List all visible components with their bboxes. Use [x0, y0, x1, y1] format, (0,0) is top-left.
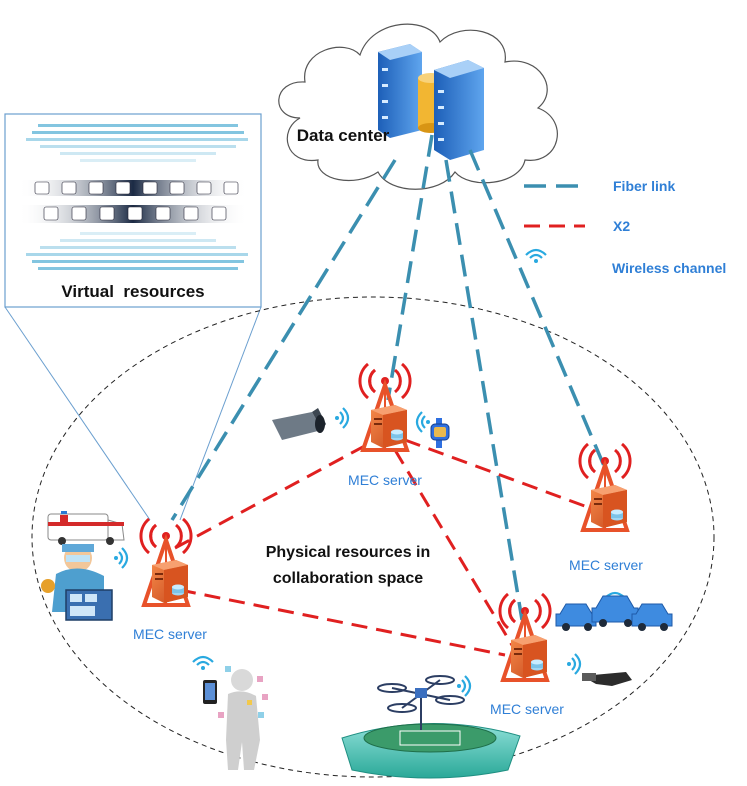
data-center-label: Data center [297, 126, 390, 145]
tower-server-icon [138, 517, 194, 607]
binary-stream-top [26, 124, 248, 162]
legend-fiber-label: Fiber link [613, 178, 675, 194]
mec-server-label-right: MEC server [569, 557, 643, 573]
mec-tower-right: MEC server [569, 442, 643, 573]
panel-callout-lines [4, 306, 262, 521]
server-rack-icon [434, 60, 484, 160]
wifi-icon [191, 655, 215, 672]
virtual-resources-title: Virtual resources [61, 282, 204, 301]
legend-x2-label: X2 [613, 218, 630, 234]
fiber-links [170, 134, 612, 621]
collaboration-label: Physical resources in collaboration spac… [266, 544, 431, 587]
collaboration-space-boundary [31, 296, 715, 778]
tower-server-icon [357, 362, 413, 452]
virtual-resources-panel: Virtual resources [4, 113, 262, 308]
legend: Fiber link X2 Wireless channel [524, 178, 726, 276]
person-with-smartphone-icon [191, 655, 268, 770]
app-icon-row-bottom [18, 205, 248, 223]
mec-server-label-left: MEC server [133, 626, 207, 642]
stadium-with-drone-icon [341, 674, 521, 779]
app-icon-row-top [18, 180, 248, 196]
surveillance-camera-icon [272, 406, 350, 440]
smartwatch-icon [415, 410, 450, 448]
collaboration-label-line1: Physical resources in [266, 544, 431, 561]
fiber-link-top [386, 134, 434, 401]
vehicles-icon [555, 591, 673, 631]
smart-glasses-icon [565, 652, 632, 686]
drone-icon [377, 675, 465, 730]
doctor-with-tablet-icon [41, 544, 129, 621]
mec-tower-top: MEC server [348, 362, 422, 488]
collaboration-label-line2: collaboration space [273, 570, 423, 587]
mec-tower-bottom: MEC server [490, 592, 564, 717]
binary-stream-bottom [26, 232, 248, 270]
fiber-link-bottom [444, 159, 524, 621]
x2-links [174, 433, 591, 657]
mec-tower-left: MEC server [133, 517, 207, 642]
legend-wireless-label: Wireless channel [612, 260, 726, 276]
tower-server-icon [577, 442, 633, 532]
legend-wireless-icon [524, 248, 548, 265]
tower-server-icon [497, 592, 553, 682]
fiber-link-left [170, 159, 397, 521]
server-rack-icon [378, 44, 422, 138]
mec-server-label-top: MEC server [348, 472, 422, 488]
ambulance-icon [47, 511, 125, 545]
mec-server-label-bottom: MEC server [490, 701, 564, 717]
fiber-link-right [468, 149, 612, 481]
data-center-cloud: Data center [278, 23, 558, 190]
